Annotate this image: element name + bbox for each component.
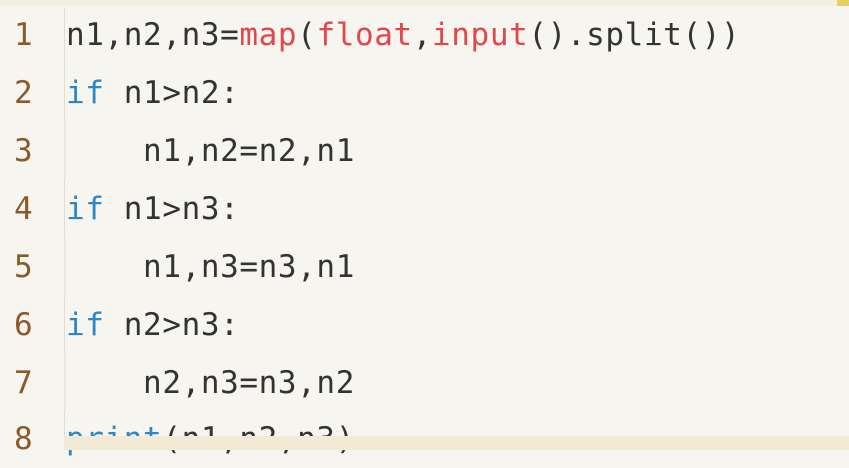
code-token: n1,n2=n2,n1 [66, 133, 355, 169]
code-text[interactable]: if n1>n2: [66, 64, 239, 122]
line-number: 7 [14, 365, 33, 401]
builtin-token: input [432, 17, 529, 53]
code-line[interactable]: 6 if n2>n3: [0, 296, 849, 354]
code-text[interactable]: if n1>n3: [66, 180, 239, 238]
builtin-token: float [316, 17, 413, 53]
code-text[interactable]: n2,n3=n3,n2 [66, 354, 355, 412]
code-line[interactable]: 4 if n1>n3: [0, 180, 849, 238]
builtin-token: map [239, 17, 298, 53]
code-token: , [412, 17, 433, 53]
line-number: 5 [14, 249, 33, 285]
code-token: n1,n2,n3= [66, 17, 240, 53]
keyword-token: if [66, 75, 105, 111]
code-token: n2,n3=n3,n2 [66, 365, 355, 401]
line-number: 4 [14, 191, 33, 227]
code-line[interactable]: 7 n2,n3=n3,n2 [0, 354, 849, 412]
code-line[interactable]: 3 n1,n2=n2,n1 [0, 122, 849, 180]
keyword-token: if [66, 191, 105, 227]
indent-guide [64, 238, 66, 296]
code-token: ().split()) [528, 17, 741, 53]
line-number: 8 [14, 421, 33, 457]
editor-corner-marker [837, 0, 849, 6]
code-line[interactable]: 1 n1,n2,n3=map(float,input().split()) [0, 6, 849, 64]
code-line[interactable]: 5 n1,n3=n3,n1 [0, 238, 849, 296]
line-number: 3 [14, 133, 33, 169]
current-line-highlight [64, 436, 849, 450]
code-text[interactable]: n1,n2,n3=map(float,input().split()) [66, 6, 740, 64]
line-number: 6 [14, 307, 33, 343]
editor-top-border [0, 0, 849, 6]
code-token: ( [297, 17, 317, 53]
code-token: n1>n3: [104, 191, 240, 227]
code-token: n2>n3: [104, 307, 240, 343]
indent-guide [64, 354, 66, 412]
line-number: 2 [14, 75, 33, 111]
code-editor[interactable]: 1 n1,n2,n3=map(float,input().split()) 2 if … [0, 0, 849, 457]
code-line[interactable]: 2 if n1>n2: [0, 64, 849, 122]
keyword-token: if [66, 307, 105, 343]
code-text[interactable]: n1,n3=n3,n1 [66, 238, 355, 296]
line-number-gutter-divider [64, 8, 65, 436]
code-token: n1>n2: [104, 75, 240, 111]
indent-guide [64, 122, 66, 180]
code-text[interactable]: n1,n2=n2,n1 [66, 122, 355, 180]
line-number: 1 [14, 17, 33, 53]
code-text[interactable]: if n2>n3: [66, 296, 239, 354]
code-token: n1,n3=n3,n1 [66, 249, 355, 285]
